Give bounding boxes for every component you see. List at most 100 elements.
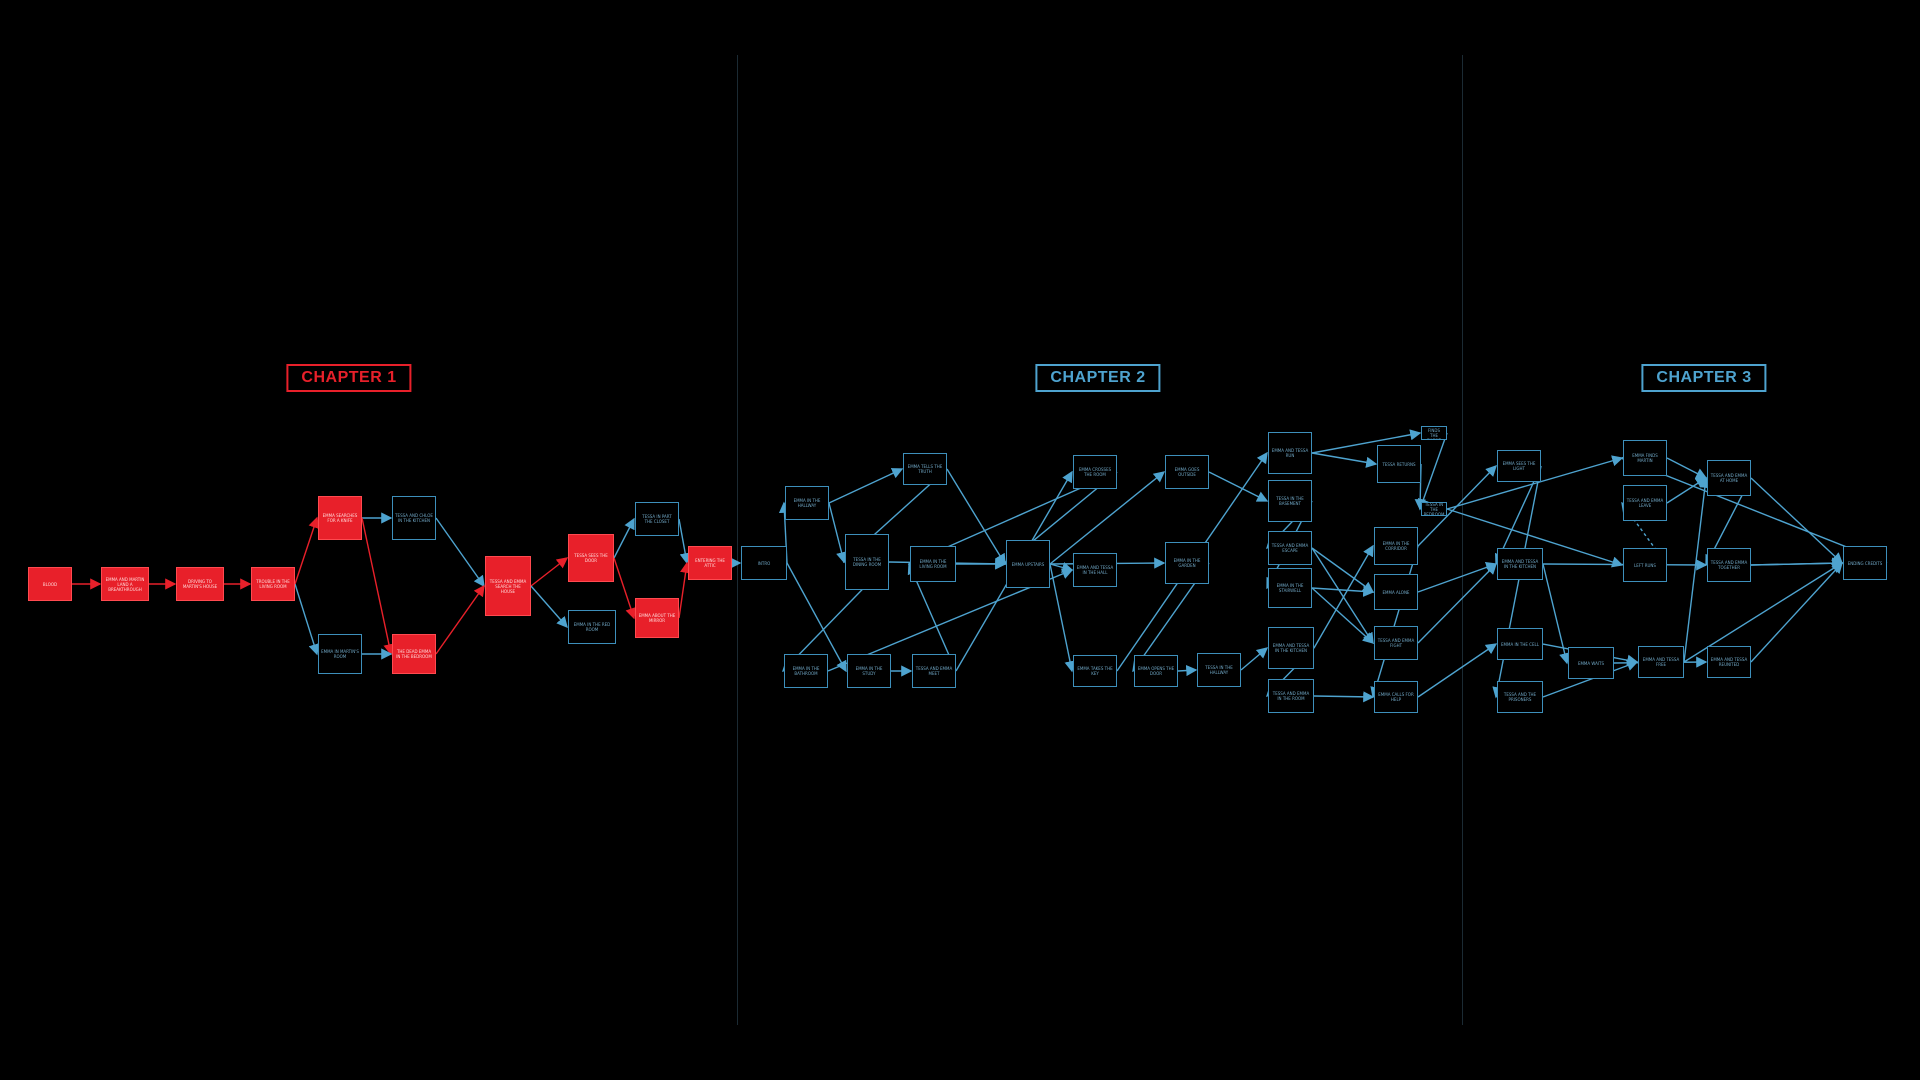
flow-node-60: EMMA SEES THE LIGHT — [1497, 450, 1541, 482]
flow-link-19 — [786, 562, 847, 673]
flow-node-34: TESSA RETURNS — [1377, 445, 1421, 483]
flow-node-22: EMMA IN THE STUDY — [847, 654, 891, 688]
flow-link-21 — [828, 502, 848, 564]
flow-node-4: TROUBLE IN THE LIVING ROOM — [251, 567, 295, 601]
flow-node-40: TESSA IN THE BEDROOM — [1421, 502, 1447, 516]
flow-node-37: EMMA IN THE STAIRWELL — [1268, 568, 1312, 608]
flow-node-28: EMMA IN THE GARDEN — [1165, 542, 1209, 584]
flow-node-42: TESSA AND EMMA FIGHT — [1374, 626, 1418, 660]
flow-node-29: EMMA AND TESSA RUN — [1268, 432, 1312, 474]
flow-node-21: EMMA IN THE BATHROOM — [784, 654, 828, 688]
flow-node-1: BLOOD — [28, 567, 72, 601]
flow-node-19: EMMA IN THE LIVING ROOM — [910, 546, 956, 582]
flow-node-38: TESSA AND EMMA IN THE ROOM — [1268, 679, 1314, 713]
flow-link-31 — [1049, 562, 1074, 573]
flow-link-55 — [1370, 545, 1419, 699]
flow-node-7: EMMA IN MARTIN'S ROOM — [318, 634, 362, 674]
flow-link-38 — [1208, 471, 1269, 502]
flow-link-73 — [1495, 465, 1542, 566]
flow-link-54 — [1313, 691, 1375, 703]
flow-link-16 — [678, 561, 692, 619]
flow-node-11: TESSA IN PART THE CLOSET — [635, 502, 679, 536]
flow-node-58: TESSA AND EMMA LEAVE — [1623, 485, 1667, 521]
flow-node-23: TESSA AND EMMA MEET — [912, 654, 956, 688]
flow-link-59 — [1417, 562, 1498, 593]
chapter-1-label: CHAPTER 1 — [286, 364, 412, 392]
flow-link-49 — [1418, 432, 1448, 511]
flow-node-55: EMMA AND TESSA REUNITED — [1707, 646, 1751, 678]
flow-node-57: EMMA FINDS MARTIN — [1623, 440, 1667, 476]
flow-node-25: EMMA AND TESSA IN THE HALL — [1073, 553, 1117, 587]
flow-link-5 — [294, 583, 320, 656]
flow-link-9 — [435, 517, 485, 588]
flow-link-65 — [1542, 660, 1639, 698]
flow-node-61: EMMA AND TESSA IN THE KITCHEN — [1497, 548, 1543, 580]
flow-node-64: ENDING CREDITS — [1843, 546, 1887, 580]
flow-node-27: EMMA GOES OUTSIDE — [1165, 455, 1209, 489]
flow-link-66 — [1683, 476, 1711, 663]
chapter-3-label: CHAPTER 3 — [1641, 364, 1767, 392]
flow-node-12: EMMA IN THE RED ROOM — [568, 610, 616, 644]
flow-link-53 — [1311, 587, 1375, 644]
flow-link-78 — [1683, 562, 1844, 663]
flow-link-41 — [1240, 647, 1269, 671]
flow-node-18: TESSA IN THE DINING ROOM — [845, 534, 889, 590]
flow-link-40 — [1177, 664, 1198, 677]
flow-link-69 — [1750, 561, 1843, 663]
flow-node-24: EMMA CROSSES THE ROOM — [1073, 455, 1117, 489]
flow-node-47: TESSA AND THE PRISONERS — [1497, 681, 1543, 713]
flow-link-10 — [435, 584, 485, 655]
flow-link-12 — [530, 585, 568, 629]
flow-node-20: EMMA UPSTAIRS — [1006, 540, 1050, 588]
flow-link-50 — [1311, 547, 1374, 645]
flow-link-23 — [946, 468, 1006, 566]
flow-node-31: EMMA OPENS THE DOOR — [1134, 655, 1178, 687]
flow-node-10: TESSA SEES THE DOOR — [568, 534, 614, 582]
flow-link-14 — [613, 557, 637, 620]
flow-link-34 — [1049, 563, 1076, 673]
flow-node-59: TESSA AND EMMA AT HOME — [1707, 460, 1751, 496]
flow-link-71 — [1666, 477, 1708, 504]
flow-node-26: EMMA TAKES THE KEY — [1073, 655, 1117, 687]
flow-node-35: EMMA FINDS THE PHONE — [1421, 426, 1447, 440]
flow-node-3: DRIVING TO MARTIN'S HOUSE — [176, 567, 224, 601]
flow-link-57 — [1446, 455, 1624, 510]
flow-node-41: EMMA ALONE — [1374, 574, 1418, 610]
flow-link-61 — [1417, 643, 1498, 698]
flow-link-13 — [613, 517, 635, 559]
chapter-divider-2 — [1462, 55, 1463, 1025]
flow-link-72 — [1666, 457, 1708, 479]
chapter-divider-1 — [737, 55, 738, 1025]
flow-link-43 — [1311, 429, 1422, 454]
flow-link-63 — [1542, 563, 1571, 665]
flow-node-36: TESSA AND EMMA ESCAPE — [1268, 531, 1312, 565]
flow-node-9: TESSA AND EMMA SEARCH THE HOUSE — [485, 556, 531, 616]
flow-link-58 — [1446, 508, 1624, 568]
flow-link-42 — [1311, 452, 1378, 468]
flow-node-5: EMMA SEARCHES FOR A KNIFE — [318, 496, 362, 540]
flow-link-15 — [678, 518, 691, 565]
flow-node-62: TESSA AND EMMA TOGETHER — [1707, 548, 1751, 582]
flow-node-16: EMMA IN THE HALLWAY — [785, 486, 829, 520]
flow-link-11 — [530, 557, 569, 587]
flow-link-7 — [361, 517, 395, 656]
flow-link-77 — [1750, 557, 1844, 569]
flow-link-52 — [1311, 585, 1375, 597]
flow-link-20 — [828, 468, 904, 504]
flow-node-43: EMMA CALLS FOR HELP — [1374, 681, 1418, 713]
flow-node-2: EMMA AND MARTIN LAND A BREAKTHROUGH — [101, 567, 149, 601]
flow-link-51 — [1311, 547, 1375, 593]
flow-link-60 — [1417, 563, 1497, 644]
flow-node-39: EMMA IN THE CORRIDOR — [1374, 527, 1418, 565]
flow-node-46: EMMA IN THE CELL — [1497, 628, 1543, 660]
flow-node-13: EMMA ABOUT THE MIRROR — [635, 598, 679, 638]
chapter-2-label: CHAPTER 2 — [1035, 364, 1161, 392]
flow-node-51: EMMA WAITS — [1568, 647, 1614, 679]
flow-node-8: THE DEAD EMMA IN THE BEDROOM — [392, 634, 436, 674]
flow-node-30: TESSA IN THE BASEMENT — [1268, 480, 1312, 522]
flow-node-15: INTRO — [741, 546, 787, 580]
flow-link-35 — [1049, 471, 1166, 565]
flow-node-17: EMMA TELLS THE TRUTH — [903, 453, 947, 485]
